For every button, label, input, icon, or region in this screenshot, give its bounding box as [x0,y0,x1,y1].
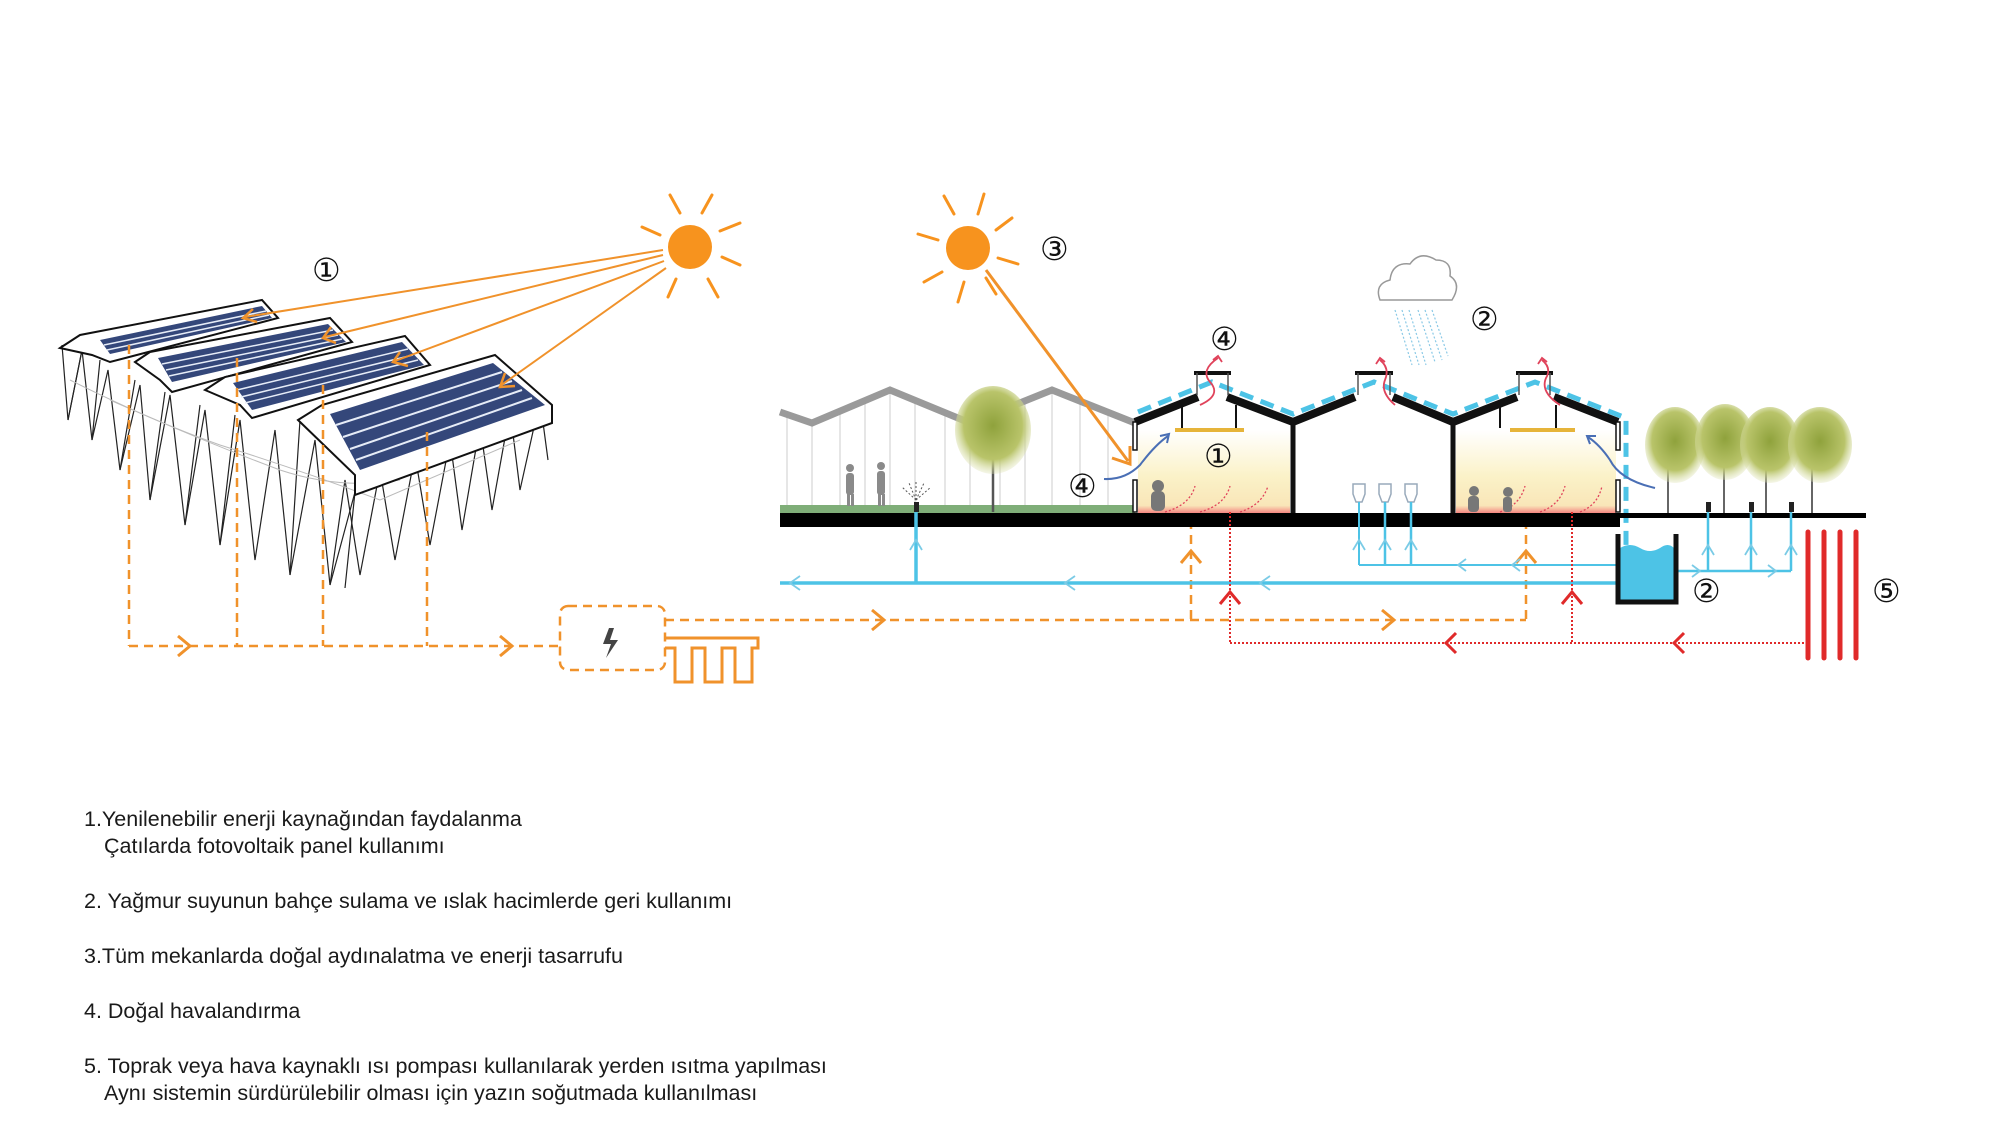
tree-icon [955,386,1031,512]
heat-pump-lines [1229,512,1808,644]
sustainability-diagram: ① [57,192,1901,684]
cloud-icon [1377,255,1458,301]
legend-item-title: 4. Doğal havalandırma [84,999,301,1023]
pv-roof-3 [202,334,432,420]
floor-heating-arrows [1164,485,1603,513]
ventilation-intake-arrows [1103,432,1656,489]
people-silhouettes [846,462,885,506]
legend-item-title: 5. Toprak veya hava kaynaklı ısı pompası… [84,1054,827,1078]
marker-pv-light: ① [1204,437,1233,475]
rain-icon [1394,309,1449,366]
water-pipes [780,502,1793,585]
marker-daylight: ③ [1040,230,1069,268]
interior-zone-right [1456,430,1616,514]
sprinklers-right [1706,502,1794,512]
daylight-ray [984,269,1132,467]
marker-roof-ventilation: ④ [1210,320,1239,358]
energy-distribution-arrows [871,548,1538,632]
legend-item-subtitle: Aynı sistemin sürdürülebilir olması için… [104,1081,758,1105]
sun-daylight-icon [916,192,1020,304]
legend-item-title: 2. Yağmur suyunun bahçe sulama ve ıslak … [84,889,733,913]
pv-roof-4 [296,353,553,497]
marker-rain: ② [1470,300,1499,338]
panel-ray-arrowheads [240,308,516,389]
pv-roof-2 [133,316,354,394]
marker-heat-pump: ⑤ [1872,572,1901,610]
legend: 1.Yenilenebilir enerji kaynağından fayda… [84,806,827,1135]
legend-item-title: 1.Yenilenebilir enerji kaynağından fayda… [84,807,522,831]
wc-fixtures [1352,483,1418,503]
heat-flow-arrows [1218,589,1686,655]
radiator-icon [665,636,760,684]
rainwater-tank [1615,534,1679,605]
energy-flow-arrows [177,634,515,658]
tree-row [1645,404,1852,514]
ventilation-exhaust-arrows [1199,354,1561,406]
legend-item: 2. Yağmur suyunun bahçe sulama ve ıslak … [84,888,827,915]
inverter [558,604,667,672]
people-inside [1151,480,1513,512]
legend-item: 3.Tüm mekanlarda doğal aydınalatma ve en… [84,943,827,970]
sunrays-to-panels [244,249,667,387]
sun-icon [640,193,742,299]
lightning-bolt-icon [603,628,618,658]
existing-building [778,386,1137,513]
canopy-trusses [61,344,549,589]
new-building-structure [1132,371,1621,514]
pv-roof-1 [57,298,280,364]
pv-canopy [57,249,667,589]
marker-rain-tank: ② [1692,572,1721,610]
rainwater-collection-line [1137,379,1629,560]
legend-item-title: 3.Tüm mekanlarda doğal aydınalatma ve en… [84,944,623,968]
ground-heat-exchanger [1805,529,1859,661]
legend-item: 1.Yenilenebilir enerji kaynağından fayda… [84,806,827,860]
ground-line [1620,513,1866,518]
pv-energy-lines [127,345,560,648]
marker-wall-ventilation: ④ [1068,467,1097,505]
water-flow-arrows [788,538,1798,591]
legend-item: 4. Doğal havalandırma [84,998,827,1025]
ground-slab [780,513,1620,527]
legend-item: 5. Toprak veya hava kaynaklı ısı pompası… [84,1053,827,1107]
sprinkler-icon [901,481,932,512]
marker-pv-panels: ① [312,251,341,289]
legend-item-subtitle: Çatılarda fotovoltaik panel kullanımı [104,834,445,858]
